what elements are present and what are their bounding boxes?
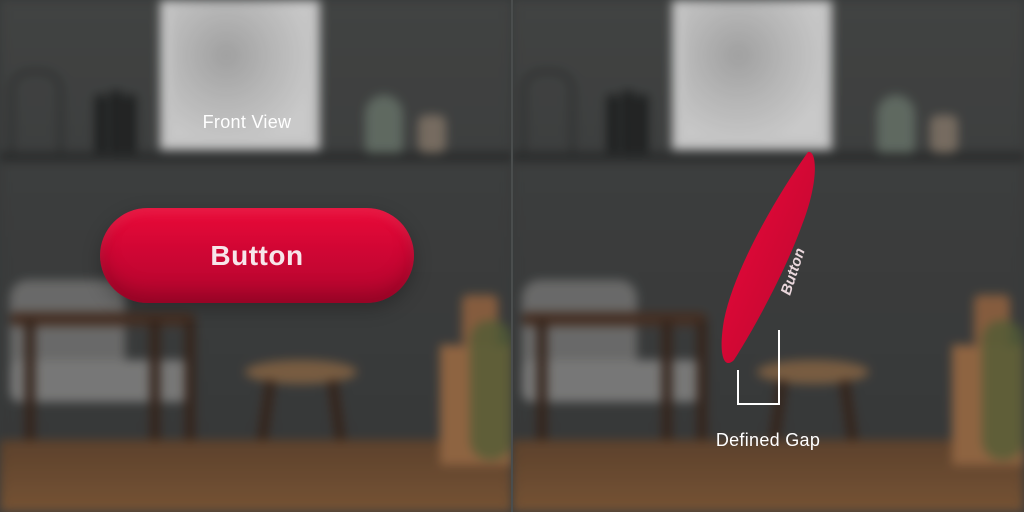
front-view-label: Front View [202, 112, 292, 132]
side-button-shape[interactable] [721, 151, 815, 364]
defined-gap-label: Defined Gap [715, 430, 821, 450]
divider [511, 0, 513, 512]
button[interactable]: Button [100, 208, 414, 303]
front-view-panel: Front View Button [0, 0, 512, 512]
background-room-photo [0, 0, 512, 512]
side-view-illustration: Button [721, 151, 815, 405]
side-view-panel: Button Defined Gap [512, 0, 1024, 512]
bracket-icon [737, 330, 780, 405]
